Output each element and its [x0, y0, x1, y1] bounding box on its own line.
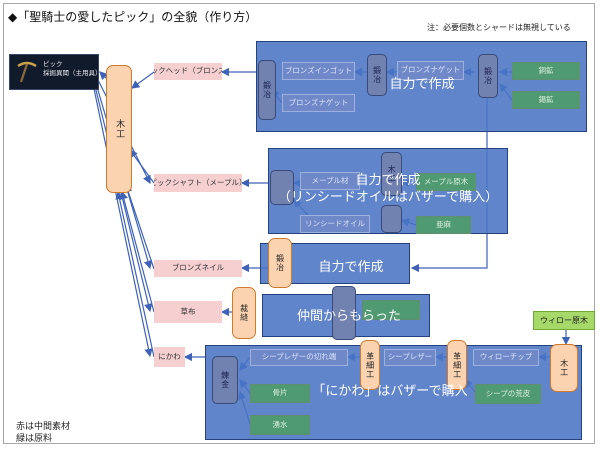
legend-red: 赤は中間素材: [16, 422, 71, 432]
product-name: ピック: [43, 60, 63, 68]
craft-woodworking-willow: 木工: [550, 344, 578, 392]
intermediate-pick-shaft: ピックシャフト（メープル）: [154, 174, 242, 192]
shaft-group-overlay: 自力で作成 （リンシードオイルはバザーで購入）: [270, 173, 506, 207]
craft-woodworking: 木工: [106, 65, 132, 193]
maple-lumber: メープル材: [300, 172, 360, 190]
raw-bone-fragment: 骨片: [250, 384, 310, 403]
raw-copper-ore: 銅鉱: [512, 62, 580, 80]
page-title: ◆「聖騎士の愛したピック」の全貌（作り方）: [8, 10, 258, 24]
raw-tin-ore: 錫鉱: [512, 91, 580, 109]
craft-leatherwork: 革細工: [360, 340, 380, 390]
diagram-note: 注：必要個数とシャードは無視している: [427, 23, 571, 32]
raw-flax: 亜麻: [416, 216, 471, 234]
product-card: ピック 採掘異聞（主用具）: [9, 54, 102, 90]
raw-grass-fiber: [362, 300, 420, 320]
pickaxe-icon: [17, 61, 37, 83]
nail-group-overlay: 自力で作成: [318, 260, 384, 275]
intermediate-grass-cloth: 草布: [154, 301, 222, 323]
intermediate-bronze-nail: ブロンズネイル: [154, 260, 242, 277]
craft-smelting-3: 鍛冶: [478, 54, 498, 98]
head-group-overlay: 自力で作成: [389, 77, 455, 92]
raw-sheep-raw-hide: シープの荒皮: [475, 384, 541, 404]
shaft-overlay-line-1: 自力で作成: [355, 173, 421, 188]
bronze-nugget-b: ブロンズナゲット: [397, 61, 464, 80]
craft-woodworking-2: 木工: [381, 152, 402, 196]
sheep-leather: シープレザー: [384, 349, 436, 366]
willow-chip: ウィローチップ: [473, 349, 539, 366]
product-subtitle: 採掘異聞（主用具）: [43, 68, 102, 77]
craft-smelting-2: 鍛冶: [367, 54, 387, 96]
nikawa-group-overlay: 「にかわ」はバザーで購入: [312, 384, 468, 399]
craft-leatherwork-2: 革細工: [447, 340, 467, 390]
shaft-overlay-line-2: （リンシードオイルはバザーで購入）: [277, 189, 499, 205]
legend-green: 緑は原料: [16, 434, 53, 444]
diagram-frame: [3, 3, 595, 444]
bronze-ingot: ブロンズインゴット: [282, 62, 355, 80]
raw-spring-water: 湧水: [250, 415, 310, 435]
craft-smithing: 鍛冶: [268, 238, 292, 288]
bronze-nugget-a: ブロンズナゲット: [282, 94, 355, 112]
craft-smelting: 鍛冶: [258, 60, 276, 120]
raw-willow-log: ウィロー原木: [533, 311, 595, 330]
group-pick-head: [256, 41, 587, 132]
craft-sewing: 裁縫: [232, 287, 256, 339]
craft-sewing-inner: [332, 286, 356, 340]
cloth-group-overlay: 仲間からもらった: [296, 309, 401, 324]
sheepskin-scraps: シープレザーの切れ端: [250, 349, 348, 366]
craft-alchemy-shaft: [381, 205, 402, 233]
raw-maple-log: メープル原木: [416, 173, 476, 191]
linseed-oil: リンシードオイル: [300, 215, 370, 233]
craft-woodworking-shaft: [270, 170, 294, 205]
intermediate-nikawa: にかわ: [154, 347, 185, 367]
craft-alchemy: 錬金: [212, 356, 238, 404]
intermediate-pick-head: ピックヘッド（ブロンズ）: [154, 63, 222, 80]
